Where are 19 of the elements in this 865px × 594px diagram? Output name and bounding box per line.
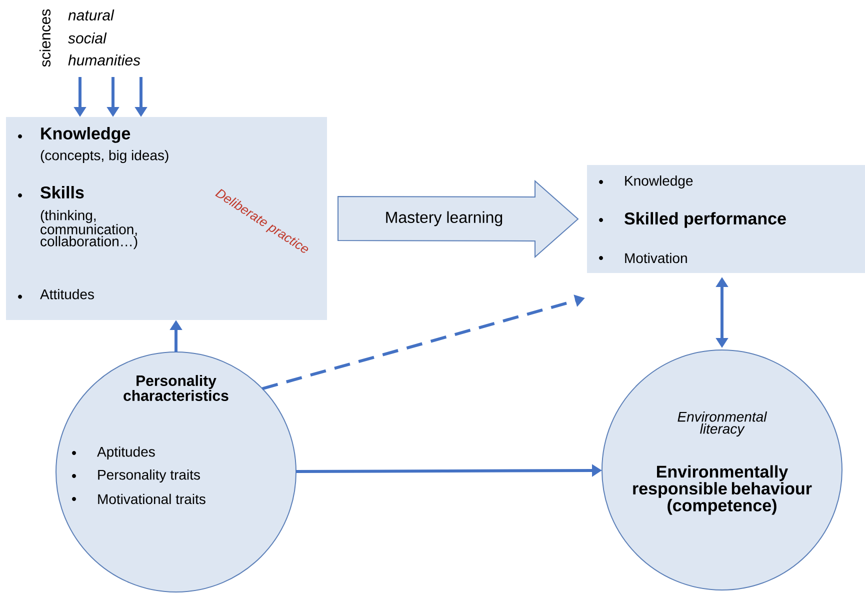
heading-text: Knowledge — [41, 127, 130, 143]
label-text: humanities — [68, 54, 140, 66]
body-text: (thinking, communication, collaboration…) — [40, 210, 138, 250]
subtitle-text: Environmental literacy — [678, 411, 768, 437]
list-item-text: Motivational traits — [98, 494, 206, 504]
label-text: natural — [68, 10, 114, 20]
list-item-text: Aptitudes — [97, 446, 155, 460]
list-item-text: Personality traits — [98, 469, 200, 483]
label-text: sciences — [40, 9, 50, 67]
list-item-text: Attitudes — [40, 289, 94, 300]
label-text: social — [68, 32, 107, 44]
edge-label: Mastery learning — [384, 210, 504, 228]
heading-text: Environmentally responsible behaviour (competence) — [633, 465, 812, 515]
list-item-text: Skilled performance — [624, 212, 786, 228]
list-item-text: Knowledge — [625, 175, 693, 189]
list-item-text: Motivation — [625, 252, 687, 264]
heading-text: Personality characteristics — [124, 375, 228, 401]
body-text: (concepts, big ideas) — [40, 150, 168, 164]
heading-text: Skills — [40, 186, 84, 198]
